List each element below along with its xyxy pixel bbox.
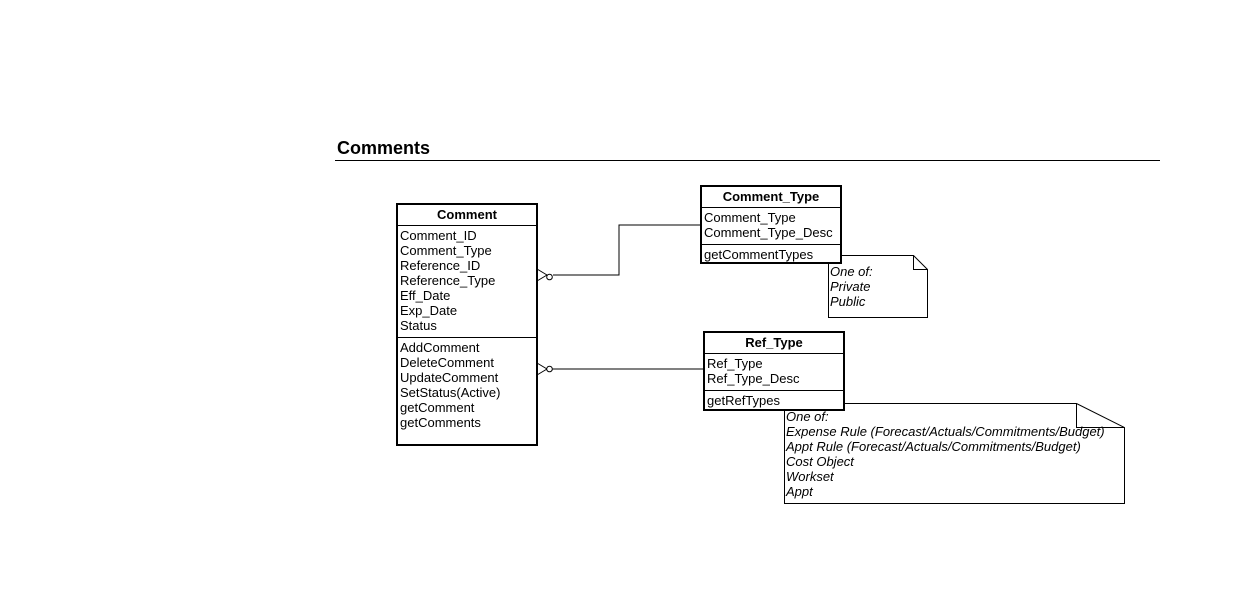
method: DeleteComment <box>400 355 494 370</box>
attribute: Comment_ID <box>400 228 477 243</box>
method: getCommentTypes <box>704 247 814 262</box>
class-comment-attributes: Comment_ID Comment_Type Reference_ID Ref… <box>398 226 536 337</box>
note-line: Workset <box>786 469 834 484</box>
class-comment-methods: AddComment DeleteComment UpdateComment S… <box>398 337 536 430</box>
attribute: Ref_Type_Desc <box>707 371 800 386</box>
note-line: Private <box>830 279 871 294</box>
note-line: One of: <box>786 409 829 424</box>
method: AddComment <box>400 340 480 355</box>
class-comment-name: Comment <box>398 205 536 226</box>
note-comment-type-values: One of: Private Public <box>830 264 873 309</box>
note-line: Expense Rule (Forecast/Actuals/Commitmen… <box>786 424 1105 439</box>
attribute: Comment_Type <box>704 210 796 225</box>
class-comment[interactable]: Comment Comment_ID Comment_Type Referenc… <box>396 203 538 446</box>
relationship-comment-reftype <box>536 362 704 376</box>
method: getComments <box>400 415 481 430</box>
note-line: Cost Object <box>786 454 854 469</box>
attribute: Reference_ID <box>400 258 481 273</box>
attribute: Comment_Type_Desc <box>704 225 833 240</box>
diagram-title: Comments <box>337 138 431 158</box>
note-line: One of: <box>830 264 873 279</box>
title-divider <box>335 160 1160 161</box>
class-comment-type-methods: getCommentTypes <box>702 244 840 262</box>
note-shape-ref-type <box>784 403 1125 504</box>
class-comment-type-attributes: Comment_Type Comment_Type_Desc <box>702 208 840 244</box>
class-comment-type-name: Comment_Type <box>702 187 840 208</box>
class-comment-type[interactable]: Comment_Type Comment_Type Comment_Type_D… <box>700 185 842 264</box>
class-ref-type-methods: getRefTypes <box>705 390 843 408</box>
attribute: Comment_Type <box>400 243 492 258</box>
class-ref-type-attributes: Ref_Type Ref_Type_Desc <box>705 354 843 390</box>
attribute: Reference_Type <box>400 273 496 288</box>
note-line: Public <box>830 294 866 309</box>
attribute: Ref_Type <box>707 356 763 371</box>
note-line: Appt <box>786 484 813 499</box>
method: UpdateComment <box>400 370 499 385</box>
attribute: Eff_Date <box>400 288 451 303</box>
method: getComment <box>400 400 475 415</box>
attribute: Exp_Date <box>400 303 458 318</box>
class-ref-type[interactable]: Ref_Type Ref_Type Ref_Type_Desc getRefTy… <box>703 331 845 411</box>
note-line: Appt Rule (Forecast/Actuals/Commitments/… <box>786 439 1081 454</box>
attribute: Status <box>400 318 437 333</box>
class-ref-type-name: Ref_Type <box>705 333 843 354</box>
note-ref-type-values: One of: Expense Rule (Forecast/Actuals/C… <box>786 409 1105 499</box>
method: getRefTypes <box>707 393 780 408</box>
relationship-comment-commenttype <box>536 224 701 282</box>
note-shape-comment-type <box>828 255 928 318</box>
method: SetStatus(Active) <box>400 385 501 400</box>
